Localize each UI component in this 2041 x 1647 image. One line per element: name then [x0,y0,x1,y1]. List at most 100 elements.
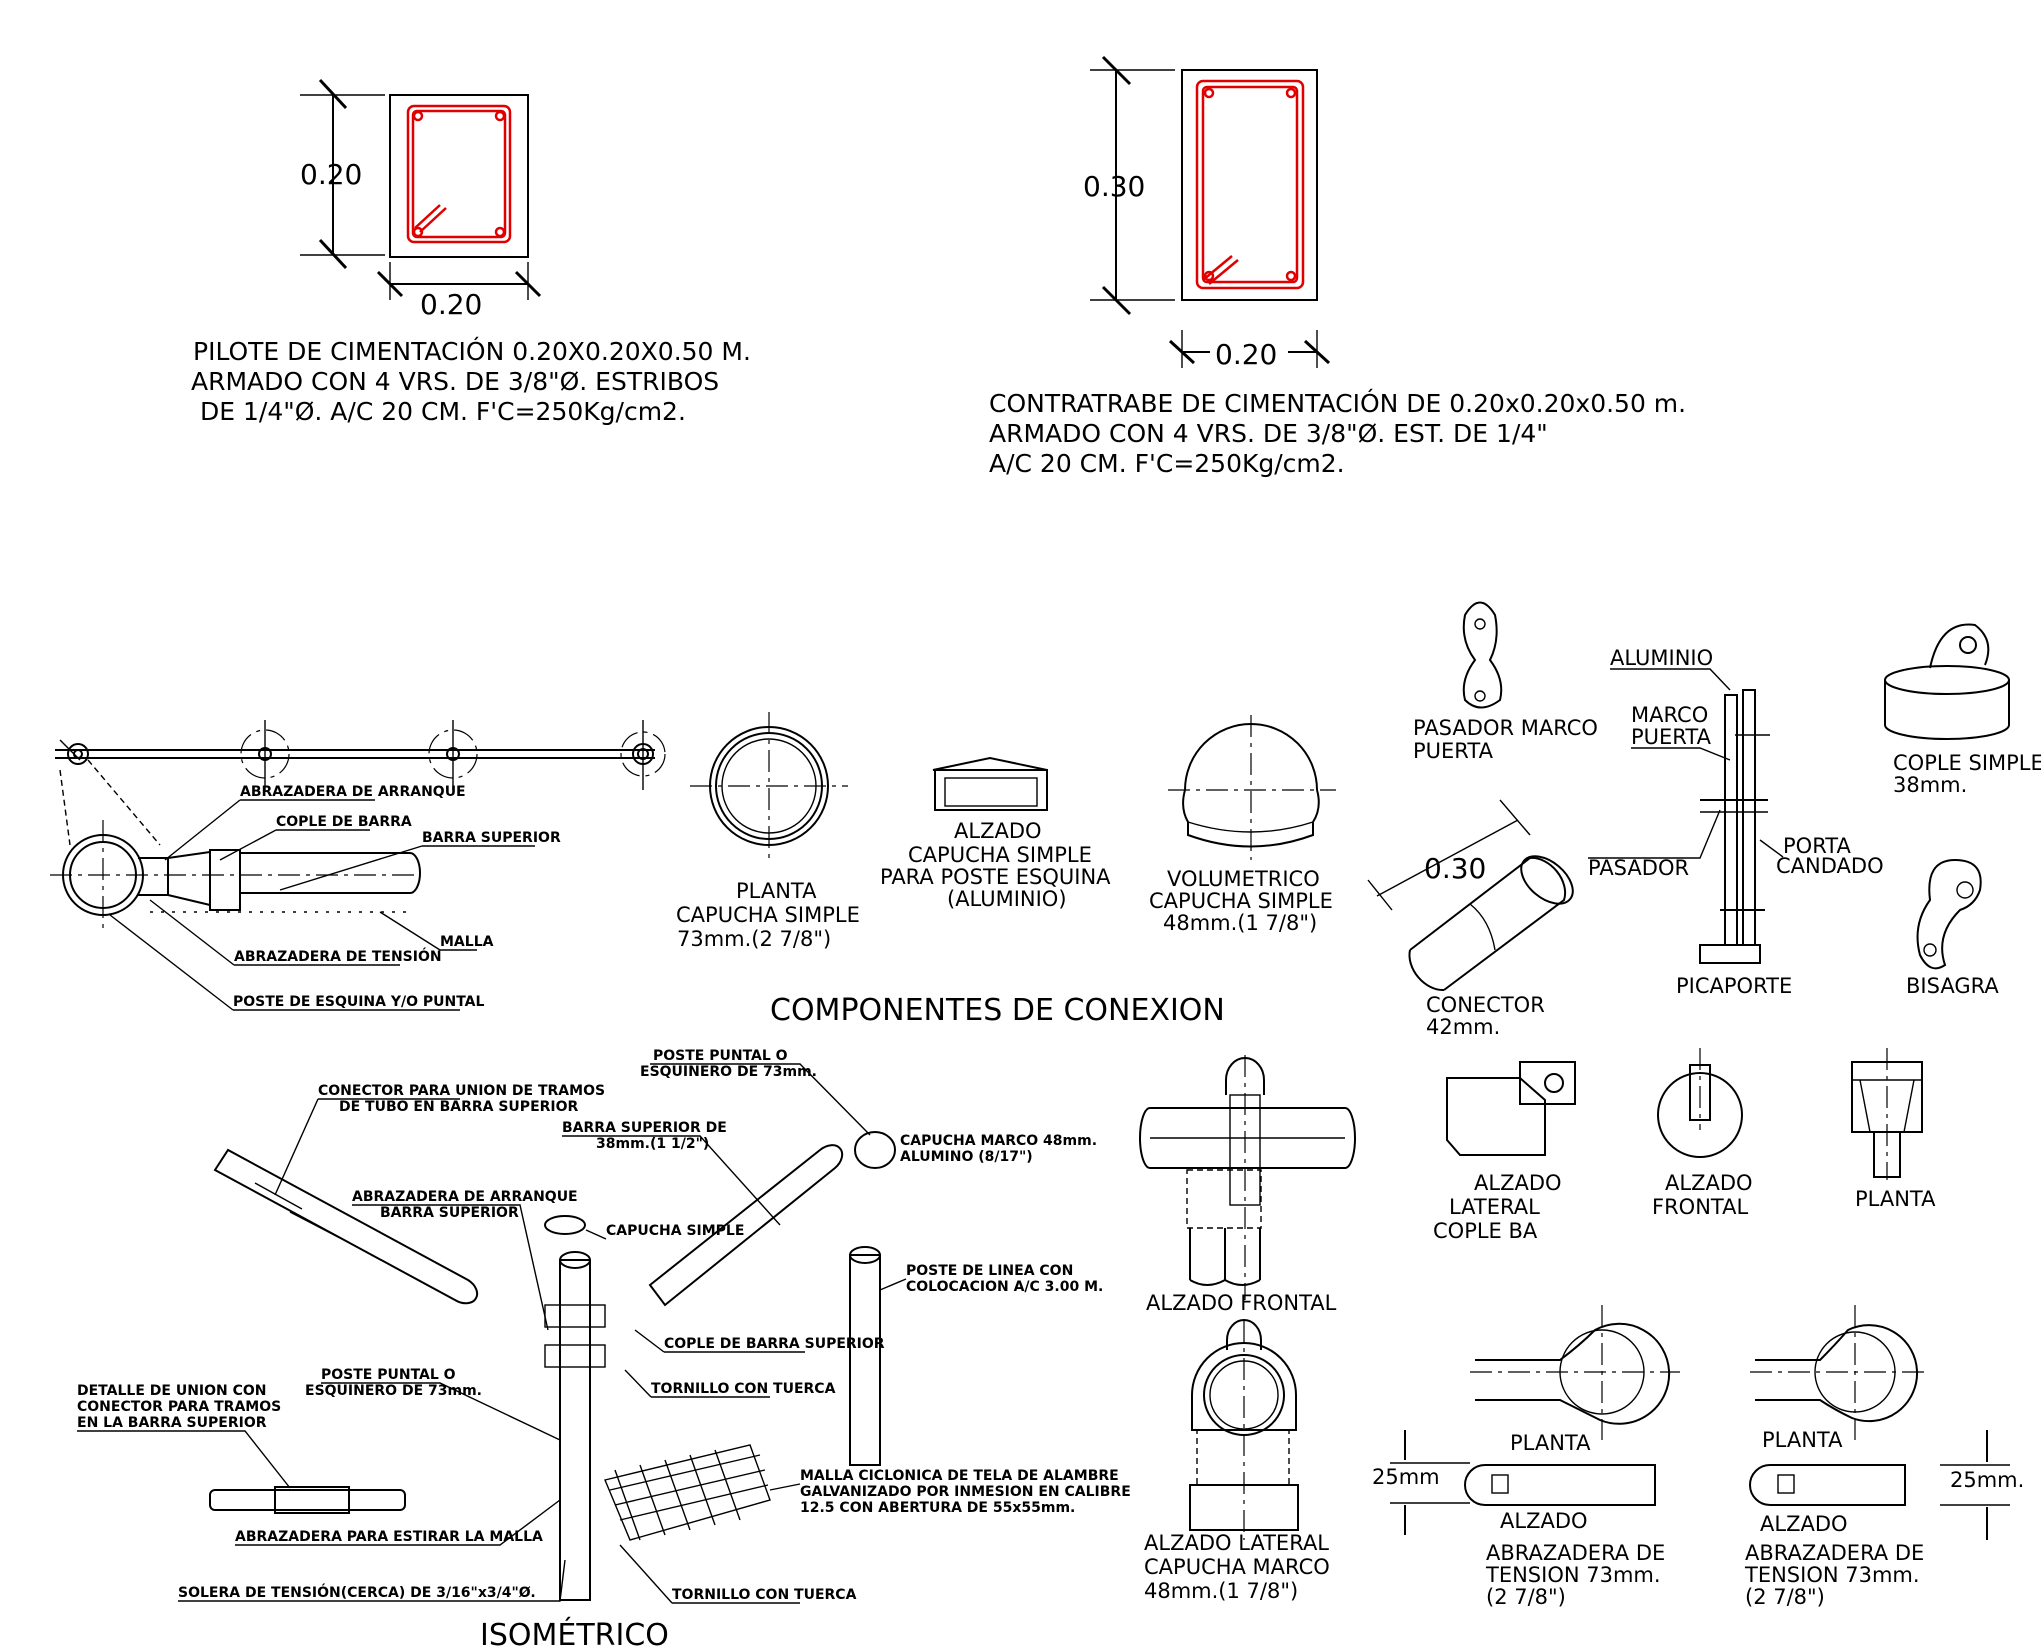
cd-malla: MALLA [440,934,494,950]
iso-malla-3: 12.5 CON ABERTURA DE 55x55mm. [800,1500,1075,1516]
cd-barra-superior: BARRA SUPERIOR [422,830,561,846]
cmp-alzado-2: CAPUCHA SIMPLE [908,843,1092,867]
cd-poste-esquina: POSTE DE ESQUINA Y/O PUNTAL [233,994,485,1010]
abrazadera-2: PLANTA ALZADO 25mm. ABRAZADERA DE TENSIO… [1744,1305,2024,1609]
a2-line-3: (2 7/8") [1745,1585,1825,1609]
a1-line-3: (2 7/8") [1486,1585,1566,1609]
pic-pasador: PASADOR [1588,856,1689,880]
a2-dim: 25mm. [1950,1468,2024,1492]
contratrabe-section: 0.30 0.20 CONTRATRABE DE CIMENTACIÓN DE … [989,55,1686,478]
pilote-section: 0.20 0.20 PILOTE DE CIMENTACIÓN 0.20X0.2… [191,78,751,426]
iso-tornillo-2: TORNILLO CON TUERCA [672,1587,857,1603]
a1-line-2: TENSION 73mm. [1485,1563,1661,1587]
iso-conector-1: CONECTOR PARA UNION DE TRAMOS [318,1083,605,1099]
cm-lateral-3: 48mm.(1 7/8") [1144,1579,1298,1603]
iso-arranque-2: BARRA SUPERIOR [380,1205,519,1221]
a1-planta: PLANTA [1510,1431,1591,1455]
iso-title: ISOMÉTRICO [480,1617,669,1647]
a2-planta: PLANTA [1762,1428,1843,1452]
cmp-conector-1: CONECTOR [1426,993,1545,1017]
contratrabe-dim-w: 0.20 [1215,338,1277,371]
cb-frontal-2: FRONTAL [1652,1195,1748,1219]
cb-lateral-1: ALZADO [1474,1171,1562,1195]
cmp-vol-2: CAPUCHA SIMPLE [1149,889,1333,913]
a1-alzado: ALZADO [1500,1509,1588,1533]
a2-alzado: ALZADO [1760,1512,1848,1536]
corner-detail: ABRAZADERA DE ARRANQUE COPLE DE BARRA BA… [50,720,666,1011]
contratrabe-line-1: CONTRATRABE DE CIMENTACIÓN DE 0.20x0.20x… [989,388,1686,418]
cmp-bisagra: BISAGRA [1906,974,1999,998]
iso-cople-barra: COPLE DE BARRA SUPERIOR [664,1336,885,1352]
pic-candado: CANDADO [1776,854,1884,878]
pic-marco: MARCO [1631,703,1708,727]
a1-dim: 25mm [1372,1465,1440,1489]
cb-frontal-1: ALZADO [1665,1171,1753,1195]
iso-capucha-marco-1: CAPUCHA MARCO 48mm. [900,1133,1097,1149]
pic-aluminio: ALUMINIO [1610,646,1713,670]
cb-lateral-2: LATERAL [1449,1195,1540,1219]
cmp-planta-1: PLANTA [736,879,817,903]
isometrico: CONECTOR PARA UNION DE TRAMOS DE TUBO EN… [77,1048,1131,1647]
iso-arranque-1: ABRAZADERA DE ARRANQUE [352,1189,578,1205]
contratrabe-dim-h: 0.30 [1083,170,1145,203]
cmp-cople-2: 38mm. [1893,773,1967,797]
capucha-marco: ALZADO FRONTAL ALZADO LATERAL CAPUCHA MA… [1139,1055,1356,1603]
iso-conector-2: DE TUBO EN BARRA SUPERIOR [339,1099,579,1115]
iso-tornillo-1: TORNILLO CON TUERCA [651,1381,836,1397]
pic-puerta: PUERTA [1631,725,1712,749]
cd-cople-barra: COPLE DE BARRA [276,814,412,830]
iso-puntal-1: POSTE PUNTAL O [321,1367,456,1383]
cmp-alzado-4: (ALUMINIO) [947,887,1067,911]
cmp-conector-dim: 0.30 [1424,852,1486,885]
a2-line-1: ABRAZADERA DE [1745,1541,1924,1565]
iso-puntal-top-1: POSTE PUNTAL O [653,1048,788,1064]
cm-lateral-2: CAPUCHA MARCO [1144,1555,1330,1579]
cmp-cople-1: COPLE SIMPLE [1893,751,2041,775]
iso-puntal-top-2: ESQUINERO DE 73mm. [640,1064,817,1080]
pilote-dim-w: 0.20 [420,288,482,321]
iso-puntal-2: ESQUINERO DE 73mm. [305,1383,482,1399]
iso-malla-1: MALLA CICLONICA DE TELA DE ALAMBRE [800,1468,1119,1484]
cmp-alzado-3: PARA POSTE ESQUINA [880,865,1111,889]
iso-malla-2: GALVANIZADO POR INMESION EN CALIBRE [800,1484,1131,1500]
iso-capucha-marco-2: ALUMINO (8/17") [900,1149,1033,1165]
iso-estirar: ABRAZADERA PARA ESTIRAR LA MALLA [235,1529,543,1545]
cb-planta: PLANTA [1855,1187,1936,1211]
pilote-line-2: ARMADO CON 4 VRS. DE 3/8"Ø. ESTRIBOS [191,367,719,396]
iso-barra-2: 38mm.(1 1/2") [596,1136,709,1152]
pilote-line-1: PILOTE DE CIMENTACIÓN 0.20X0.20X0.50 M. [193,336,751,366]
iso-detalle-1: DETALLE DE UNION CON [77,1383,267,1399]
cmp-conector-2: 42mm. [1426,1015,1500,1039]
iso-capucha-simple: CAPUCHA SIMPLE [606,1223,744,1239]
cd-abrazadera-tension: ABRAZADERA DE TENSIÓN [234,947,442,965]
cm-lateral-1: ALZADO LATERAL [1144,1531,1329,1555]
cmp-vol-3: 48mm.(1 7/8") [1163,911,1317,935]
iso-detalle-2: CONECTOR PARA TRAMOS [77,1399,281,1415]
contratrabe-line-3: A/C 20 CM. F'C=250Kg/cm2. [989,449,1345,478]
iso-poste-linea-1: POSTE DE LINEA CON [906,1263,1073,1279]
abrazadera-1: PLANTA ALZADO 25mm ABRAZADERA DE TENSION… [1372,1305,1680,1609]
cmp-title: COMPONENTES DE CONEXION [770,993,1225,1028]
iso-barra-1: BARRA SUPERIOR DE [562,1120,727,1136]
cople-ba: ALZADO LATERAL COPLE BA ALZADO FRONTAL P… [1433,1048,1936,1243]
cmp-planta-2: CAPUCHA SIMPLE [676,903,860,927]
cmp-planta-3: 73mm.(2 7/8") [677,927,831,951]
iso-poste-linea-2: COLOCACION A/C 3.00 M. [906,1279,1103,1295]
componentes: PLANTA CAPUCHA SIMPLE 73mm.(2 7/8") ALZA… [676,601,2041,1039]
a2-line-2: TENSION 73mm. [1744,1563,1920,1587]
contratrabe-line-2: ARMADO CON 4 VRS. DE 3/8"Ø. EST. DE 1/4" [989,419,1548,448]
cmp-pasador-2: PUERTA [1413,739,1494,763]
iso-detalle-3: EN LA BARRA SUPERIOR [77,1415,267,1431]
pilote-dim-h: 0.20 [300,158,362,191]
cmp-vol-1: VOLUMETRICO [1167,867,1320,891]
pic-title: PICAPORTE [1676,974,1792,998]
cmp-alzado-1: ALZADO [954,819,1042,843]
iso-solera: SOLERA DE TENSIÓN(CERCA) DE 3/16"x3/4"Ø. [178,1583,536,1601]
pilote-line-3: DE 1/4"Ø. A/C 20 CM. F'C=250Kg/cm2. [200,397,686,426]
cmp-pasador-1: PASADOR MARCO [1413,716,1598,740]
cd-abrazadera-arranque: ABRAZADERA DE ARRANQUE [240,784,466,800]
cm-alzado-frontal: ALZADO FRONTAL [1146,1291,1337,1315]
pic-porta: PORTA [1783,834,1851,858]
cb-lateral-3: COPLE BA [1433,1219,1538,1243]
